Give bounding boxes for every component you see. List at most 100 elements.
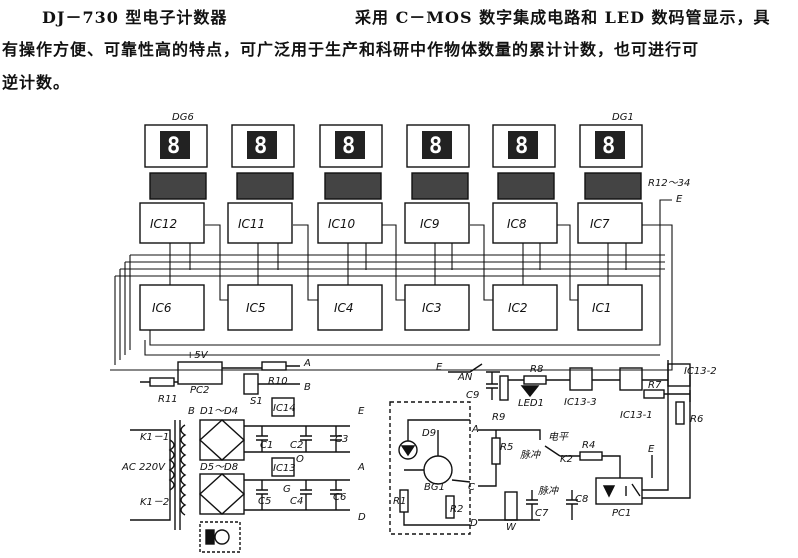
label-c4: C4 — [290, 496, 303, 507]
label-c7: C7 — [535, 508, 549, 519]
label-ic13-3: IC13-3 — [564, 397, 597, 408]
optocoupler-pc2 — [177, 361, 223, 385]
label-c1: C1 — [260, 440, 273, 451]
resistor-array — [324, 172, 382, 200]
resistor-r11 — [149, 377, 175, 387]
label-c6: C6 — [333, 492, 346, 503]
terminal-a-1: A — [303, 358, 311, 369]
label-c5: C5 — [258, 496, 271, 507]
resistor-r8 — [523, 375, 547, 385]
transformer-core — [174, 420, 181, 530]
resistor-r5 — [491, 437, 501, 465]
digit-column-1: 8 IC12 IC6 — [139, 124, 208, 331]
counter-ic-label: IC4 — [334, 301, 354, 315]
label-k1-1: K1－1 — [140, 432, 169, 443]
switch-s1 — [243, 373, 259, 395]
transistor-bg1 — [423, 455, 453, 485]
label-k1-2: K1－2 — [140, 497, 169, 508]
resistor-array-label: R12～34 — [648, 178, 690, 189]
resistor-array — [584, 172, 642, 200]
counter-ic — [492, 284, 558, 331]
counter-ic-label: IC1 — [592, 301, 612, 315]
label-an: AN — [457, 372, 473, 383]
label-r11: R11 — [158, 394, 178, 405]
decoder-ic-label: IC10 — [328, 217, 356, 231]
label-r9: R9 — [492, 412, 505, 423]
label-w: W — [506, 522, 517, 533]
decoder-ic — [492, 202, 558, 244]
label-c8: C8 — [575, 494, 588, 505]
decoder-ic-label: IC7 — [590, 217, 610, 231]
label-b: B — [188, 406, 195, 417]
terminal-e-top: E — [676, 194, 683, 205]
label-r7: R7 — [648, 380, 662, 391]
label-r6: R6 — [690, 414, 703, 425]
description-line-3: 逆计数。 — [2, 73, 71, 92]
label-c3: C3 — [335, 434, 348, 445]
resistor-r2 — [445, 495, 455, 519]
digit-column-3: 8 IC10 IC4 — [317, 124, 383, 331]
counter-ic-label: IC5 — [246, 301, 266, 315]
label-s1: S1 — [250, 396, 263, 407]
label-k2: K2 — [560, 454, 573, 465]
resistor-array — [411, 172, 469, 200]
label-c9: C9 — [466, 390, 479, 401]
label-o: O — [296, 454, 304, 465]
decoder-ic — [139, 202, 205, 244]
resistor-r9 — [499, 375, 509, 401]
label-maichong-1: 脉冲 — [520, 449, 541, 461]
label-maichong-2: 脉冲 — [538, 485, 559, 497]
label-r2: R2 — [450, 504, 463, 515]
label-led1: LED1 — [518, 398, 544, 409]
display-digit: 8 — [429, 134, 442, 159]
label-bg1: BG1 — [424, 482, 445, 493]
decoder-ic — [404, 202, 470, 244]
label-r5: R5 — [500, 442, 513, 453]
sensor-probe-box — [389, 401, 471, 535]
label-pc1: PC1 — [612, 508, 631, 519]
terminal-a-3: A — [471, 424, 479, 435]
indicator-lamp-box — [199, 521, 241, 553]
label-plus5v: +5V — [186, 350, 209, 361]
terminal-e-2: E — [358, 406, 365, 417]
data-bus-wiring — [110, 199, 673, 371]
label-ic13: IC13 — [273, 463, 296, 474]
terminal-b-1: B — [304, 382, 311, 393]
display-digit: 8 — [254, 134, 267, 159]
label-d1-d4: D1～D4 — [200, 406, 238, 417]
label-d5-d8: D5～D8 — [200, 462, 238, 473]
label-pc2: PC2 — [190, 385, 209, 396]
display-digit: 8 — [602, 134, 615, 159]
counter-ic — [139, 284, 205, 331]
terminal-a-2: A — [357, 462, 365, 473]
label-ac: AC 220V — [121, 462, 166, 473]
label-dianping: 电平 — [548, 431, 569, 443]
decoder-ic-label: IC11 — [238, 217, 265, 231]
counter-ic-label: IC3 — [422, 301, 442, 315]
terminal-e-4: E — [436, 362, 443, 373]
label-g: G — [283, 484, 291, 495]
counter-ic-label: IC2 — [508, 301, 528, 315]
regulator-ic13 — [271, 457, 295, 477]
terminal-d-1: D — [358, 512, 366, 523]
counter-ic — [404, 284, 470, 331]
decoder-ic-label: IC12 — [150, 217, 177, 231]
decoder-ic — [317, 202, 383, 244]
regulator-ic14 — [271, 397, 295, 417]
terminal-c-1: C — [468, 482, 475, 493]
label-d9: D9 — [422, 428, 436, 439]
display-digit: 8 — [167, 134, 180, 159]
resistor-array — [497, 172, 555, 200]
resistor-array — [149, 172, 207, 200]
bridge-d1-d4 — [199, 419, 245, 461]
resistor-r7 — [643, 389, 665, 399]
label-ic13-1: IC13-1 — [620, 410, 653, 421]
decoder-ic — [227, 202, 293, 244]
gate-ic13-1 — [619, 367, 643, 391]
counter-ic — [577, 284, 643, 331]
terminal-e-3: E — [648, 444, 655, 455]
resistor-r4 — [579, 451, 603, 461]
digit-column-4: 8 IC9 IC3 — [404, 124, 470, 331]
digit-column-5: 8 IC8 IC2 — [492, 124, 558, 331]
